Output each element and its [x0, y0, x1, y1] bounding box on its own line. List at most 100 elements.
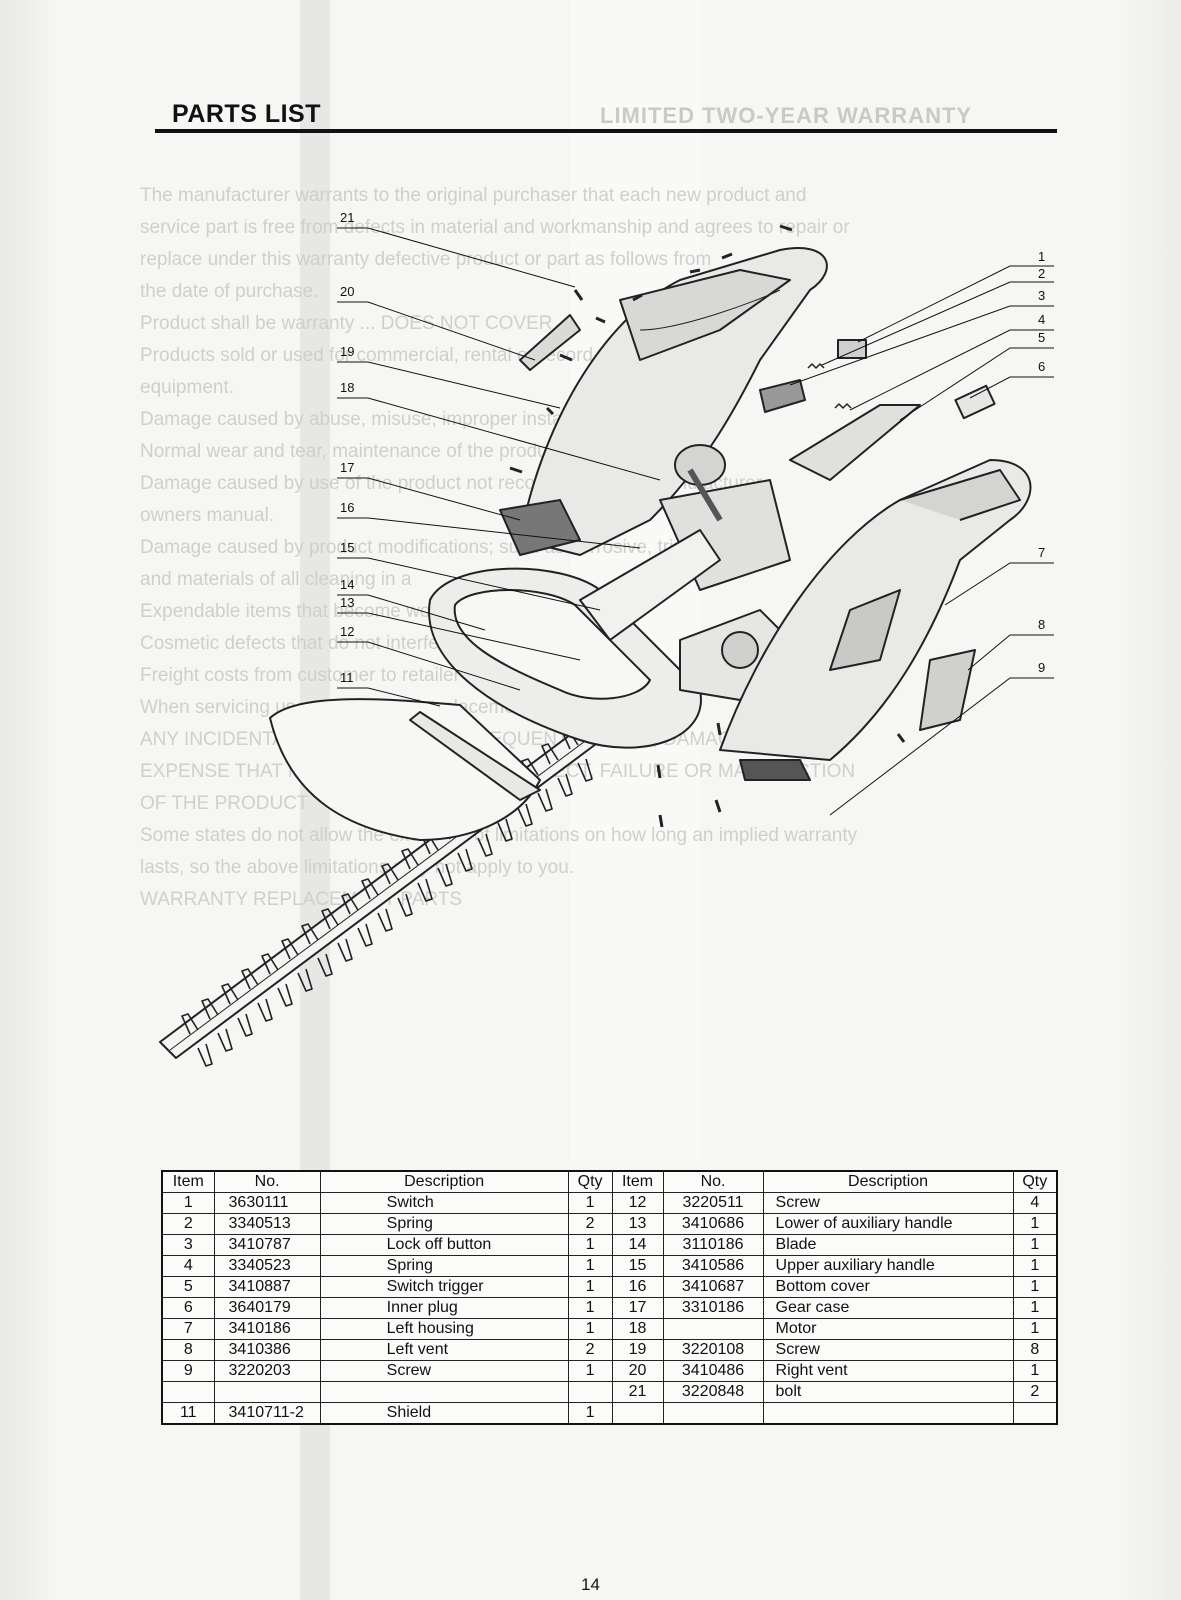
callout-label: 21 — [340, 210, 354, 225]
table-cell: 21 — [611, 1381, 664, 1403]
blade-tooth — [341, 893, 359, 915]
table-cell: Left vent — [319, 1339, 569, 1361]
table-cell: 17 — [611, 1297, 664, 1319]
table-cell: 1 — [161, 1192, 215, 1214]
table-cell: 20 — [611, 1360, 664, 1382]
table-cell: 1 — [1012, 1318, 1058, 1340]
header-no: No. — [662, 1170, 764, 1193]
bleed-through-line: The manufacturer warrants to the origina… — [140, 185, 807, 206]
bleed-through-line: Products sold or used for commercial, re… — [140, 345, 707, 366]
table-cell — [319, 1381, 569, 1403]
callout-label: 15 — [340, 540, 354, 555]
table-cell: 3220848 — [662, 1381, 764, 1403]
right-vent-drawing — [519, 314, 581, 371]
table-cell: 1 — [567, 1402, 613, 1425]
inner-plug-drawing — [954, 384, 996, 420]
gear-case-drawing — [579, 529, 721, 641]
table-cell: Inner plug — [319, 1297, 569, 1319]
bleed-through-line: the date of purchase. — [140, 281, 319, 302]
header-description: Description — [319, 1170, 569, 1193]
blade-tooth — [217, 1028, 233, 1052]
table-cell: Lower of auxiliary handle — [762, 1213, 1014, 1235]
header-item: Item — [611, 1170, 664, 1193]
table-cell: Screw — [319, 1360, 569, 1382]
table-cell: 3220203 — [213, 1360, 321, 1382]
callout-lines — [337, 227, 1054, 816]
blade-tooth — [381, 863, 399, 885]
blade-tooth — [457, 848, 473, 872]
bleed-through-line: Some states do not allow the exclusion o… — [140, 825, 858, 846]
table-cell: Shield — [319, 1402, 569, 1425]
parts-table: Item No. Description Qty Item No. Descri… — [161, 1170, 1058, 1425]
callout-label: 6 — [1038, 359, 1045, 374]
bleed-through-line: Damage caused by abuse, misuse, improper… — [140, 409, 635, 430]
table-cell: 3310186 — [662, 1297, 764, 1319]
blade-tooth — [301, 923, 319, 945]
callout-label: 5 — [1038, 330, 1045, 345]
bleed-through-line: OF THE PRODUCT — [140, 793, 309, 814]
callout-label: 12 — [340, 624, 354, 639]
blade-tooth — [261, 953, 279, 975]
blade-tooth — [241, 968, 259, 990]
table-cell — [567, 1381, 613, 1403]
table-cell: 2 — [161, 1213, 215, 1235]
table-cell: Screw — [762, 1192, 1014, 1214]
callout-label: 2 — [1038, 266, 1045, 281]
blade-tooth — [337, 938, 353, 962]
bleed-through-line: equipment. — [140, 377, 235, 398]
table-cell: 1 — [1012, 1297, 1058, 1319]
table-cell: 1 — [567, 1297, 613, 1319]
blade-tooth — [181, 1013, 199, 1035]
blade-tooth — [401, 848, 419, 870]
table-cell: 14 — [611, 1234, 664, 1256]
table-cell: 1 — [1012, 1360, 1058, 1382]
table-cell: 8 — [161, 1339, 215, 1361]
table-cell: 5 — [161, 1276, 215, 1298]
table-cell: Switch — [319, 1192, 569, 1214]
blade-tooth — [237, 1013, 253, 1037]
table-cell: 18 — [611, 1318, 664, 1340]
table-cell: 3410686 — [662, 1213, 764, 1235]
table-cell — [662, 1402, 764, 1425]
blade-tooth — [201, 998, 219, 1020]
header-no: No. — [213, 1170, 321, 1193]
table-cell: 11 — [161, 1402, 215, 1425]
table-cell: 1 — [1012, 1255, 1058, 1277]
table-cell: 2 — [567, 1339, 613, 1361]
table-cell: 1 — [1012, 1213, 1058, 1235]
table-cell: 13 — [611, 1213, 664, 1235]
callout-label: 7 — [1038, 545, 1045, 560]
callout-label: 13 — [340, 595, 354, 610]
table-cell: 3340513 — [213, 1213, 321, 1235]
blade-tooth — [377, 908, 393, 932]
table-cell: 3410687 — [662, 1276, 764, 1298]
blade-tooth — [577, 758, 593, 782]
blade-tooth — [497, 818, 513, 842]
table-cell: 12 — [611, 1192, 664, 1214]
blade-tooth — [361, 878, 379, 900]
blade-tooth — [297, 968, 313, 992]
table-cell: 3640179 — [213, 1297, 321, 1319]
blade-tooth — [397, 893, 413, 917]
table-cell: bolt — [762, 1381, 1014, 1403]
header-qty: Qty — [1012, 1170, 1058, 1193]
callout-label: 20 — [340, 284, 354, 299]
page-number: 14 — [581, 1575, 600, 1594]
table-cell: 3220108 — [662, 1339, 764, 1361]
table-cell: Screw — [762, 1339, 1014, 1361]
table-cell: 1 — [567, 1234, 613, 1256]
blade-tooth — [321, 908, 339, 930]
table-cell — [213, 1381, 321, 1403]
lock-off-button-drawing — [759, 379, 806, 413]
table-cell: Spring — [319, 1255, 569, 1277]
blade-tooth — [197, 1043, 213, 1067]
switch-drawing — [837, 339, 867, 359]
bleed-through-line: service part is free from defects in mat… — [140, 217, 850, 238]
